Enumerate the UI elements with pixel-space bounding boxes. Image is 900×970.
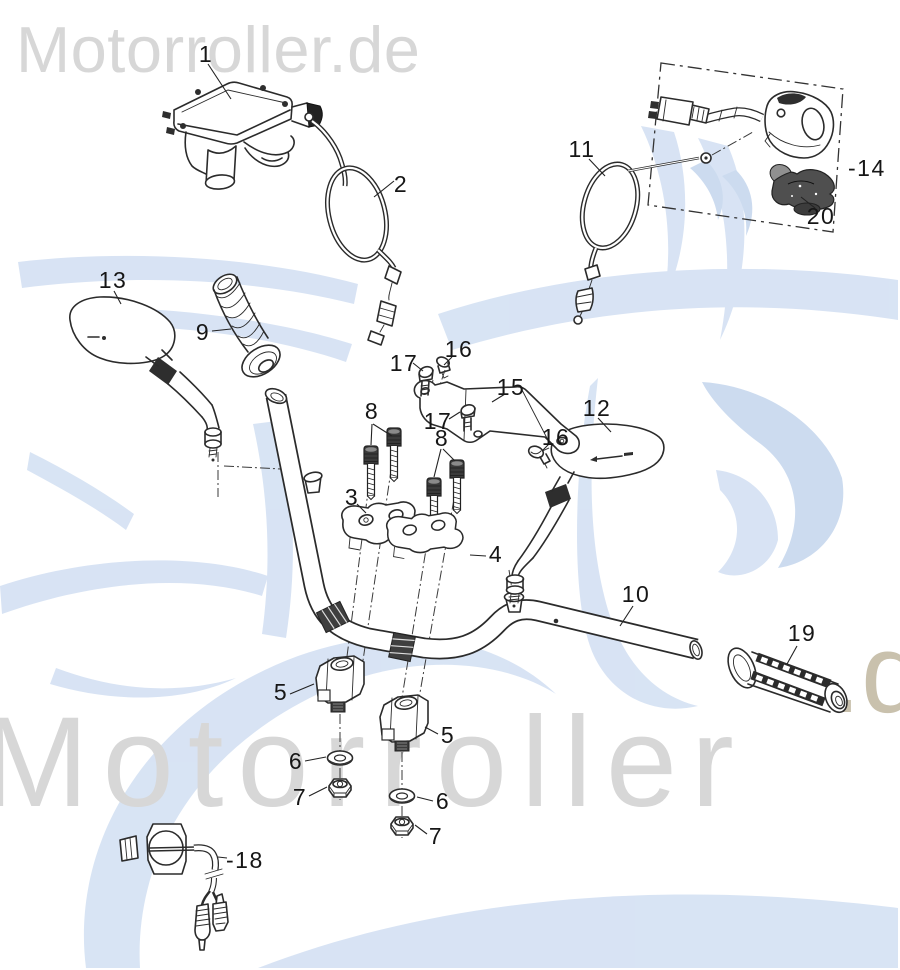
part-19-throttle-grip bbox=[727, 647, 848, 714]
part-11-cable bbox=[573, 152, 712, 325]
watermark-top: Motorroller.de bbox=[16, 13, 420, 86]
part-2-throttle-cable bbox=[304, 112, 402, 346]
callout-1: 1 bbox=[199, 41, 213, 67]
callout-6a: 6 bbox=[289, 748, 303, 774]
wing-claw-outer bbox=[702, 382, 844, 568]
part-18-ignition-lock bbox=[119, 823, 229, 951]
callout-17a: 17 bbox=[390, 350, 419, 376]
wing-curl-center-2 bbox=[722, 170, 753, 236]
callout-6b: 6 bbox=[436, 788, 450, 814]
callout-9: 9 bbox=[196, 319, 210, 345]
callout-16a: 16 bbox=[445, 336, 474, 362]
wing-swoosh-bottom-left bbox=[0, 560, 268, 614]
callout-19: 19 bbox=[788, 620, 817, 646]
part-1-brake-master-cylinder bbox=[162, 81, 323, 190]
callout-8a: 8 bbox=[365, 398, 379, 424]
callout-7b: 7 bbox=[429, 823, 443, 849]
callout-2: 2 bbox=[394, 171, 408, 197]
callout-12: 12 bbox=[583, 395, 612, 421]
part-16-bolts bbox=[436, 356, 551, 469]
callout-18: -18 bbox=[226, 847, 264, 873]
part-4-upper-clamp bbox=[386, 512, 464, 559]
wing-band-right bbox=[438, 268, 898, 350]
callout-8b: 8 bbox=[435, 425, 449, 451]
knurl-band-left bbox=[315, 600, 351, 634]
callout-16b: 16 bbox=[542, 424, 571, 450]
wing-feather-top-right-1 bbox=[641, 126, 686, 300]
callout-3: 3 bbox=[345, 484, 359, 510]
part-13-mirror-left bbox=[69, 296, 222, 462]
part-9-grip-left bbox=[212, 273, 281, 378]
wing-feather-left-1 bbox=[18, 255, 358, 304]
callout-labels: 1 2 11 -14 20 13 9 17 16 15 17 8 8 16 12… bbox=[99, 41, 886, 873]
watermark-bottom-suffix: .de bbox=[830, 611, 900, 736]
wing-curl-center-1 bbox=[690, 160, 723, 220]
callout-7a: 7 bbox=[293, 784, 307, 810]
callout-15: 15 bbox=[497, 374, 526, 400]
callout-5b: 5 bbox=[441, 722, 455, 748]
callout-13: 13 bbox=[99, 267, 128, 293]
callout-17b: 17 bbox=[424, 408, 453, 434]
callout-5a: 5 bbox=[274, 679, 288, 705]
callout-14: -14 bbox=[848, 155, 886, 181]
callout-20: 20 bbox=[807, 203, 836, 229]
part-10-handlebar bbox=[264, 387, 703, 663]
callout-4: 4 bbox=[489, 541, 503, 567]
wing-band-bottom bbox=[258, 894, 898, 968]
assembly-box-switch-unit bbox=[647, 62, 844, 233]
wing-crescent-bottom-left bbox=[50, 668, 236, 698]
leader-lines bbox=[113, 63, 816, 859]
wing-band-small-left bbox=[27, 452, 134, 530]
part-17-screws bbox=[418, 365, 476, 432]
watermark-bottom: Motorroller bbox=[0, 691, 748, 834]
part-12-mirror-right bbox=[505, 423, 665, 608]
wing-ring-bottom-left bbox=[83, 636, 556, 968]
part-14-switch-assembly bbox=[648, 90, 835, 159]
callout-10: 10 bbox=[622, 581, 651, 607]
callout-11: 11 bbox=[569, 136, 596, 162]
knurl-band-right bbox=[388, 631, 416, 663]
wing-claw-inner bbox=[716, 470, 778, 576]
part-20-throttle-pipe bbox=[769, 164, 835, 216]
